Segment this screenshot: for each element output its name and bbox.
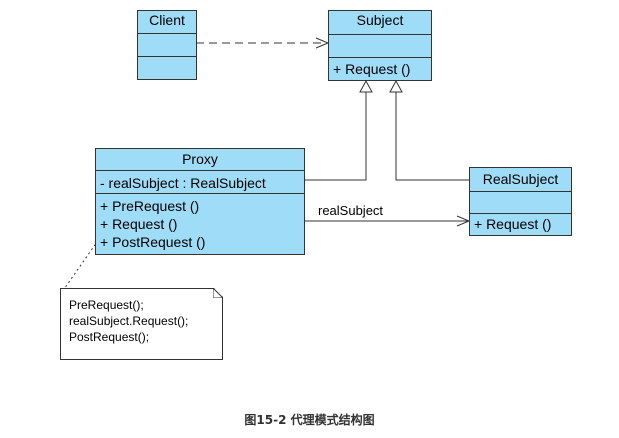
note-line-postrequest: PostRequest(); [69, 330, 150, 344]
client-methods-compartment [138, 57, 196, 79]
subject-method: + Request () [333, 61, 411, 77]
realsubject-generalization-arrowhead [389, 79, 403, 93]
client-attributes-compartment [138, 34, 196, 57]
association-label: realSubject [318, 203, 384, 218]
client-class-name: Client [138, 11, 196, 34]
proxy-method-postrequest: + PostRequest () [100, 234, 206, 250]
proxy-generalization-line [304, 92, 367, 181]
note: PreRequest(); realSubject.Request(); Pos… [60, 288, 223, 360]
proxy-attribute: - realSubject : RealSubject [96, 171, 304, 194]
realsubject-generalization-line [395, 92, 469, 181]
realsubject-attributes-compartment [470, 192, 571, 214]
proxy-method-prerequest: + PreRequest () [100, 198, 200, 214]
note-fold-icon [213, 288, 223, 298]
proxy-class-name: Proxy [96, 149, 304, 171]
note-line-request: realSubject.Request(); [69, 314, 189, 328]
note-anchor-line [61, 231, 105, 293]
subject-attributes-compartment [329, 35, 431, 58]
realsubject-class[interactable]: RealSubject + Request () [469, 167, 572, 236]
client-class[interactable]: Client [137, 10, 197, 80]
proxy-class[interactable]: Proxy - realSubject : RealSubject + PreR… [95, 148, 305, 255]
proxy-method-request: + Request () [100, 216, 178, 232]
note-line-prerequest: PreRequest(); [69, 298, 144, 312]
subject-class[interactable]: Subject + Request () [328, 10, 432, 81]
proxy-generalization-arrowhead [359, 79, 373, 93]
realsubject-class-name: RealSubject [470, 168, 571, 192]
realsubject-method: + Request () [474, 216, 552, 232]
figure-caption: 图15-2 代理模式结构图 [244, 413, 375, 427]
proxy-methods-compartment: + PreRequest () + Request () + PostReque… [96, 194, 304, 251]
subject-class-name: Subject [329, 11, 431, 35]
